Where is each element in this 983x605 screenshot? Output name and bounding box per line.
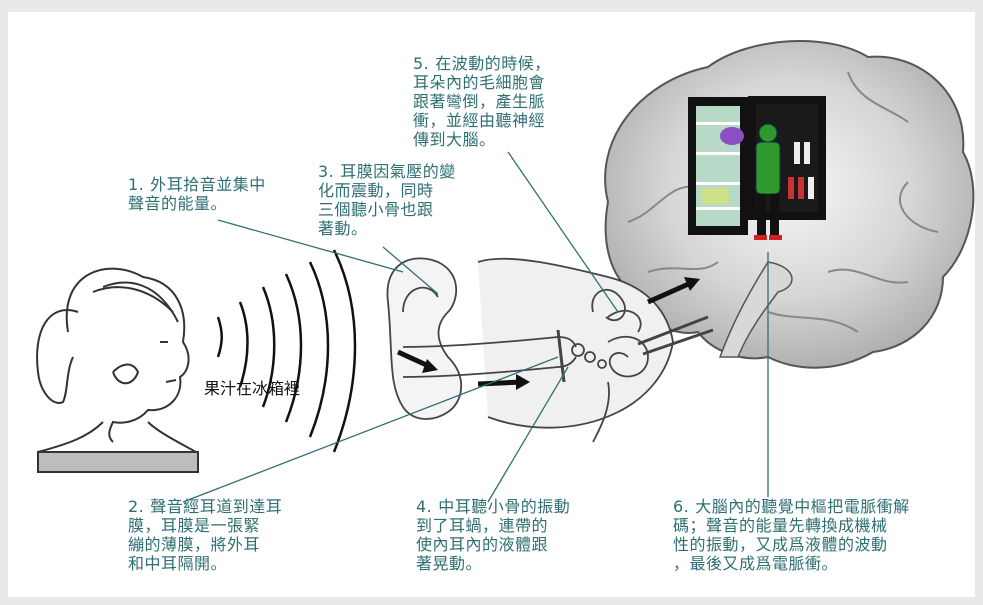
speech-text: 果汁在冰箱裡 [204,379,301,398]
step-5-caption: 5.在波動的時候， 耳朵內的毛細胞會 跟著彎倒，產生脈 衝，並經由聽神經 傳到大… [413,54,551,149]
step-4-caption: 4.中耳聽小骨的振動 到了耳蝸，連帶的 使內耳內的液體跟 著晃動。 [416,497,571,573]
sound-waves [216,249,357,453]
step-3-caption: 3.耳膜因氣壓的變 化而震動，同時 三個聽小骨也跟 著動。 [318,162,456,238]
ear-diagram-artwork [36,39,975,503]
person-at-fridge [754,123,782,240]
flow-arrows [396,277,700,390]
step-6-caption: 6.大腦內的聽覺中樞把電脈衝解 碼；聲音的能量先轉換成機械 性的振動，又成爲液體… [673,497,910,573]
diagram-canvas: 1.外耳拾音並集中 聲音的能量。 2.聲音經耳道到達耳 膜，耳膜是一張緊 繃的薄… [8,12,975,597]
ear-cross-section [386,257,714,443]
step-1-caption: 1.外耳拾音並集中 聲音的能量。 [128,175,266,213]
leader-lines [182,151,769,503]
girl-shirt [37,451,199,473]
step-2-caption: 2.聲音經耳道到達耳 膜，耳膜是一張緊 繃的薄膜，將外耳 和中耳隔開。 [128,497,283,573]
girl-illustration [36,267,200,473]
